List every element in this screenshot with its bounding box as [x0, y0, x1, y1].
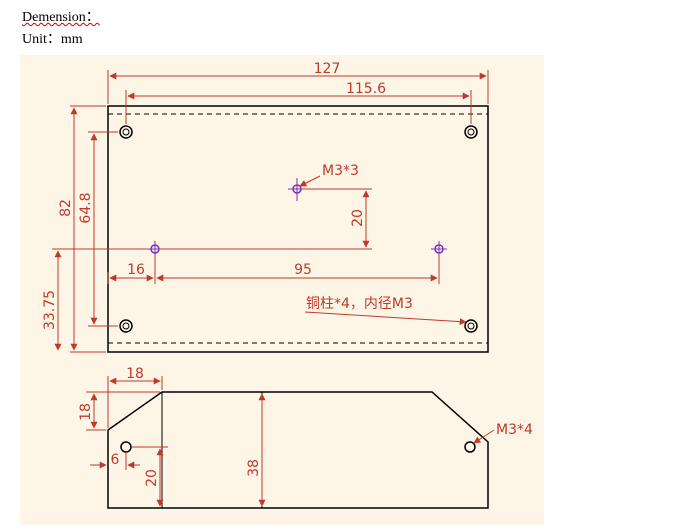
side-hole [464, 441, 476, 453]
dim-pin-spacing: 16 95 [107, 253, 440, 284]
board-outline [107, 105, 489, 353]
mounting-hole [464, 125, 478, 139]
dim-hole-offset-y: 20 [131, 446, 168, 507]
dim-label: 64.8 [78, 192, 94, 223]
dim-hole-offset-x: 6 [90, 452, 140, 470]
dim-pin-offset-y: 20 [159, 188, 372, 250]
dim-label: 6 [111, 452, 120, 468]
dim-hole-spacing-y: 64.8 [78, 131, 118, 327]
dim-label: 82 [58, 199, 74, 217]
callout-label: M3*3 [322, 163, 359, 179]
dim-label: 127 [314, 61, 341, 77]
mounting-hole [464, 319, 478, 333]
dim-label: 95 [294, 262, 312, 278]
screw-callout: M3*3 [299, 163, 359, 187]
callout-label: 铜柱*4，内径M3 [306, 296, 413, 312]
dim-overall-width: 127 [107, 61, 489, 104]
dim-label: 20 [144, 469, 160, 487]
dim-overall-height: 82 [58, 105, 106, 353]
dim-label: 20 [350, 209, 366, 227]
dim-label: 33.75 [42, 290, 58, 330]
dim-side-height: 38 [246, 393, 266, 507]
dimension-heading: Demension： [22, 10, 100, 25]
unit-heading: Unit：mm [22, 32, 83, 47]
dim-chamfer-height: 18 [78, 391, 160, 431]
dim-label: 18 [126, 366, 144, 382]
mounting-hole [119, 319, 133, 333]
top-view: 127 115.6 82 64.8 33.75 [42, 61, 489, 353]
dim-chamfer-width: 18 [107, 366, 163, 428]
dim-label: 18 [78, 403, 94, 421]
side-view: 18 18 6 20 38 M3*4 [78, 366, 533, 509]
drawing-background [20, 55, 544, 525]
dim-label: 115.6 [346, 81, 386, 97]
dim-label: 38 [246, 459, 262, 477]
standoff-callout: 铜柱*4，内径M3 [304, 296, 467, 326]
side-screw-callout: M3*4 [473, 422, 533, 444]
dim-label: 16 [127, 262, 145, 278]
side-outline [107, 391, 489, 509]
dim-hole-spacing-x: 115.6 [125, 81, 472, 124]
dim-bottom-offset: 33.75 [42, 248, 148, 351]
mounting-hole [119, 125, 133, 139]
callout-label: M3*4 [496, 422, 533, 438]
